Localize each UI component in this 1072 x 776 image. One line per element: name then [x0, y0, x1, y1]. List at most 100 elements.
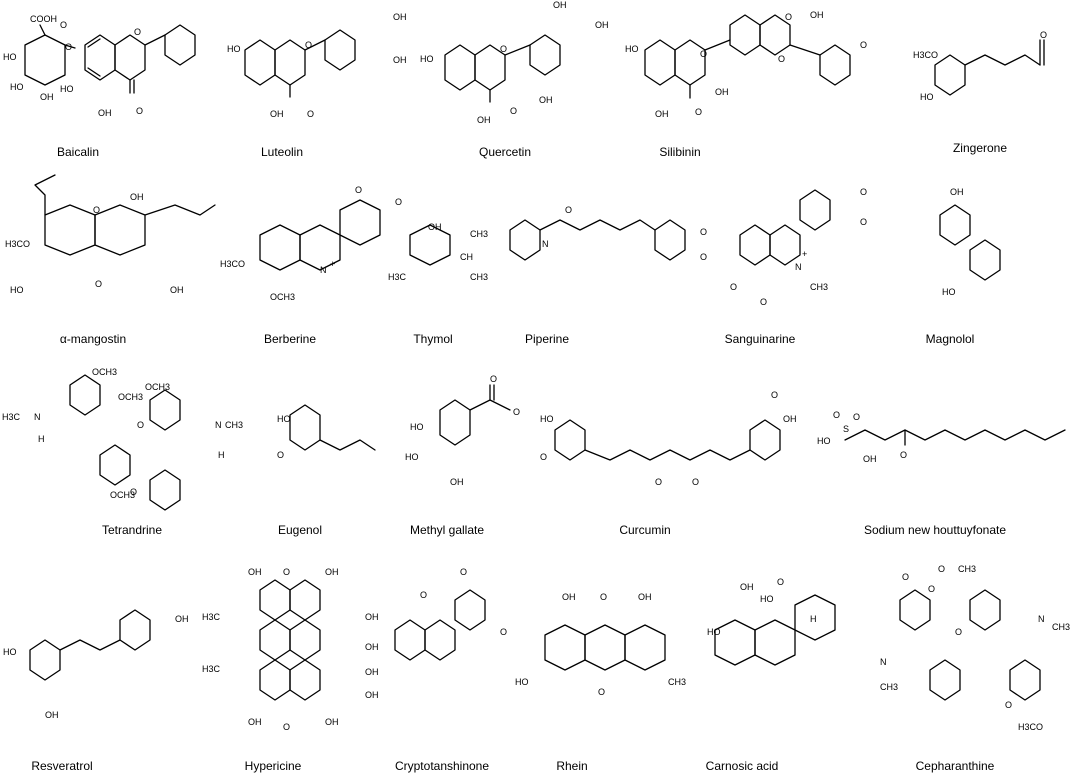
svg-text:CH3: CH3	[810, 282, 828, 292]
svg-text:OH: OH	[562, 592, 576, 602]
compound-baicalin: COOH HO HO OH O O O HO OH O Baicalin	[0, 0, 215, 175]
compound-alpha-mangostin: O OH H3CO HO O OH α-mangostin	[0, 174, 216, 350]
svg-text:OH: OH	[450, 477, 464, 487]
svg-text:OH: OH	[130, 192, 144, 202]
svg-text:O: O	[137, 420, 144, 430]
svg-text:OH: OH	[175, 614, 189, 624]
svg-text:S: S	[843, 424, 849, 434]
compound-name: Tetrandrine	[101, 523, 163, 537]
svg-text:HO: HO	[817, 436, 831, 446]
svg-text:O: O	[778, 54, 785, 64]
svg-text:H3CO: H3CO	[1018, 722, 1043, 732]
compound-cepharanthine: O CH3 O O O N CH3 N CH3 O H3CO Cepharant…	[860, 550, 1072, 776]
atom-labels-curcumin: O HO OH O O O	[540, 390, 797, 487]
atom-labels-zingerone: O H3CO HO	[913, 30, 1047, 102]
svg-text:O: O	[134, 27, 141, 37]
svg-text:OCH3: OCH3	[145, 382, 170, 392]
svg-text:OH: OH	[270, 109, 284, 119]
svg-text:O: O	[513, 407, 520, 417]
svg-text:O: O	[93, 205, 100, 215]
structure-magnolol	[939, 204, 1001, 281]
compound-zingerone: O H3CO HO Zingerone	[900, 0, 1072, 175]
svg-text:O: O	[833, 410, 840, 420]
compound-thymol: OH CH3 CH CH3 H3C Thymol	[380, 175, 490, 350]
compound-hypericine: OH O OH OH OH H3C H3C OH OH OH O OH Hype…	[200, 550, 380, 776]
compound-name: Sodium new houttuyfonate	[863, 523, 1007, 537]
svg-text:N: N	[320, 265, 327, 275]
atom-labels-methyl-gallate: O HO O HO OH	[405, 374, 520, 487]
svg-text:H3C: H3C	[202, 664, 221, 674]
svg-text:O: O	[1040, 30, 1047, 40]
compound-name: Baicalin	[56, 145, 100, 159]
svg-text:O: O	[420, 590, 427, 600]
compound-name: Piperine	[524, 332, 570, 346]
structure-baicalin	[24, 24, 196, 94]
compound-name: Sanguinarine	[724, 332, 796, 346]
svg-text:O: O	[307, 109, 314, 119]
svg-text:OH: OH	[365, 690, 379, 700]
compound-name: Carnosic acid	[705, 759, 779, 773]
svg-text:O: O	[785, 12, 792, 22]
svg-text:H3CO: H3CO	[913, 50, 938, 60]
svg-text:O: O	[760, 297, 767, 307]
atom-labels-carnosic-acid: OH HO O HO H	[707, 577, 817, 637]
svg-text:HO: HO	[410, 422, 424, 432]
svg-text:O: O	[600, 592, 607, 602]
compound-carnosic-acid: OH HO O HO H Carnosic acid	[685, 550, 860, 776]
compound-rhein: OH O OH HO O CH3 Rhein	[515, 550, 686, 776]
structure-hypericine	[259, 579, 321, 701]
svg-text:O: O	[305, 40, 312, 50]
atom-labels-eugenol: HO O	[277, 414, 291, 460]
structure-silibinin	[644, 14, 851, 99]
svg-text:CH: CH	[460, 252, 473, 262]
svg-text:O: O	[355, 185, 362, 195]
svg-text:COOH: COOH	[30, 14, 57, 24]
atom-labels-thymol: OH CH3 CH CH3 H3C	[388, 222, 488, 282]
svg-text:HO: HO	[515, 677, 529, 687]
atom-labels-sodium-new-houttuyfonate: O O S HO OH O	[817, 410, 907, 464]
svg-text:N: N	[542, 239, 549, 249]
svg-text:O: O	[853, 412, 860, 422]
svg-text:N: N	[880, 657, 887, 667]
compound-name: Silibinin	[659, 145, 701, 159]
svg-text:O: O	[695, 107, 702, 117]
svg-text:HO: HO	[942, 287, 956, 297]
svg-text:OCH3: OCH3	[118, 392, 143, 402]
atom-labels-hypericine: OH O OH OH OH H3C H3C OH OH OH O OH	[202, 567, 379, 732]
svg-text:O: O	[60, 20, 67, 30]
svg-text:HO: HO	[625, 44, 639, 54]
svg-text:O: O	[500, 627, 507, 637]
svg-text:OH: OH	[365, 612, 379, 622]
structure-rhein	[544, 624, 666, 671]
compound-name: Hypericine	[244, 759, 302, 773]
atom-labels-resveratrol: OH HO OH	[3, 614, 189, 720]
svg-text:OCH3: OCH3	[92, 367, 117, 377]
svg-text:HO: HO	[420, 54, 434, 64]
compound-name: Magnolol	[925, 332, 975, 346]
svg-text:O: O	[460, 567, 467, 577]
svg-text:N: N	[1038, 614, 1045, 624]
structure-tetrandrine	[69, 374, 181, 511]
svg-text:O: O	[860, 187, 867, 197]
svg-text:N: N	[215, 420, 222, 430]
svg-text:H3C: H3C	[202, 612, 221, 622]
compound-berberine: O O N + H3CO OCH3 Berberine	[215, 175, 402, 350]
svg-text:OH: OH	[325, 567, 339, 577]
svg-text:O: O	[395, 197, 402, 207]
svg-text:H: H	[38, 434, 45, 444]
structure-alpha-mangostin	[34, 174, 216, 256]
svg-text:OH: OH	[783, 414, 797, 424]
compound-sodium-new-houttuyfonate: O O S HO OH O Sodium new houttuyfonate	[805, 350, 1072, 540]
svg-text:OH: OH	[740, 582, 754, 592]
svg-text:O: O	[730, 282, 737, 292]
svg-text:OH: OH	[365, 642, 379, 652]
svg-text:HO: HO	[60, 84, 74, 94]
structure-piperine	[509, 219, 686, 261]
svg-text:H3C: H3C	[2, 412, 21, 422]
svg-text:HO: HO	[10, 285, 24, 295]
compound-cryptotanshinone: O O O Cryptotanshinone	[380, 550, 520, 776]
structure-thymol	[409, 224, 451, 266]
svg-text:CH3: CH3	[1052, 622, 1070, 632]
structure-sodium-new-houttuyfonate	[844, 429, 1066, 446]
svg-text:O: O	[777, 577, 784, 587]
